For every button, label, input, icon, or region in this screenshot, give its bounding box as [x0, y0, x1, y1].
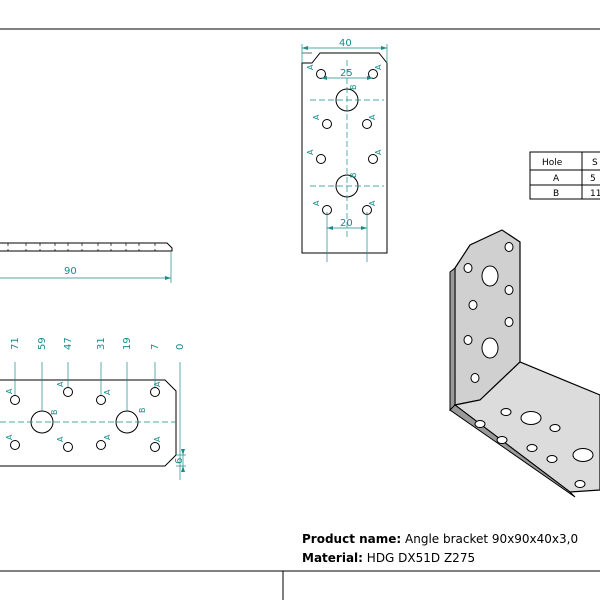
hole-table-row-a-size: 5	[590, 174, 596, 184]
svg-text:A: A	[153, 436, 162, 442]
top-width-dim: 40	[339, 38, 352, 49]
product-name-value: Angle bracket 90x90x40x3,0	[405, 532, 579, 546]
bottom-view-labels: A A B A A A A B A A	[5, 381, 162, 442]
bottom-view-dims: 71 59 47 31 19 7 0 6	[10, 337, 186, 464]
svg-text:47: 47	[63, 337, 74, 350]
svg-text:A: A	[153, 381, 162, 387]
material-value: HDG DX51D Z275	[366, 551, 476, 565]
bottom-view-holes-a	[10, 387, 160, 452]
svg-text:A: A	[5, 388, 14, 394]
svg-text:0: 0	[175, 344, 186, 350]
svg-text:A: A	[306, 149, 315, 155]
svg-text:A: A	[103, 434, 112, 440]
svg-text:A: A	[56, 436, 65, 442]
svg-text:A: A	[56, 381, 65, 387]
svg-text:A: A	[312, 200, 321, 206]
hole-table-row-a-name: A	[553, 174, 560, 184]
material-line: Material: HDG DX51D Z275	[302, 551, 475, 565]
top-view: 40 25 20 A A B A A A A B A A	[301, 38, 388, 262]
top-inner-dim: 25	[340, 68, 353, 79]
svg-text:A: A	[312, 114, 321, 120]
material-label: Material:	[302, 551, 363, 565]
side-view: 90	[0, 242, 173, 283]
svg-text:71: 71	[10, 337, 21, 350]
svg-text:A: A	[368, 200, 377, 206]
svg-text:31: 31	[96, 337, 107, 350]
hole-table-row-b-name: B	[553, 189, 559, 199]
svg-text:A: A	[374, 149, 383, 155]
svg-text:A: A	[5, 434, 14, 440]
bottom-view: 71 59 47 31 19 7 0 6 A A B A A A A B A A	[0, 337, 186, 480]
top-view-holes-a	[316, 69, 378, 215]
svg-text:B: B	[138, 408, 147, 414]
hole-table-header-hole: Hole	[542, 158, 563, 168]
top-bottom-dim: 20	[340, 218, 353, 229]
sheet-border	[0, 28, 600, 600]
side-length-dim: 90	[64, 266, 77, 277]
hole-table-header-s: S	[592, 158, 598, 168]
isometric-bracket-illustration	[449, 229, 600, 498]
svg-text:B: B	[50, 410, 59, 416]
top-view-labels: A A B A A A A B A A	[306, 64, 383, 206]
svg-text:59: 59	[37, 337, 48, 350]
product-name-line: Product name: Angle bracket 90x90x40x3,0	[302, 532, 578, 546]
svg-text:A: A	[306, 64, 315, 70]
svg-text:B: B	[349, 85, 358, 91]
product-name-label: Product name:	[302, 532, 402, 546]
svg-text:19: 19	[122, 337, 133, 350]
hole-table: Hole S A 5 B 11	[529, 151, 600, 200]
svg-text:A: A	[368, 114, 377, 120]
svg-text:A: A	[374, 64, 383, 70]
bottom-view-outline	[0, 379, 177, 467]
svg-text:7: 7	[150, 344, 161, 350]
hole-table-row-b-size: 11	[590, 189, 600, 199]
bottom-edge-dim: 6	[174, 458, 185, 464]
svg-text:B: B	[349, 173, 358, 179]
svg-text:A: A	[103, 389, 112, 395]
